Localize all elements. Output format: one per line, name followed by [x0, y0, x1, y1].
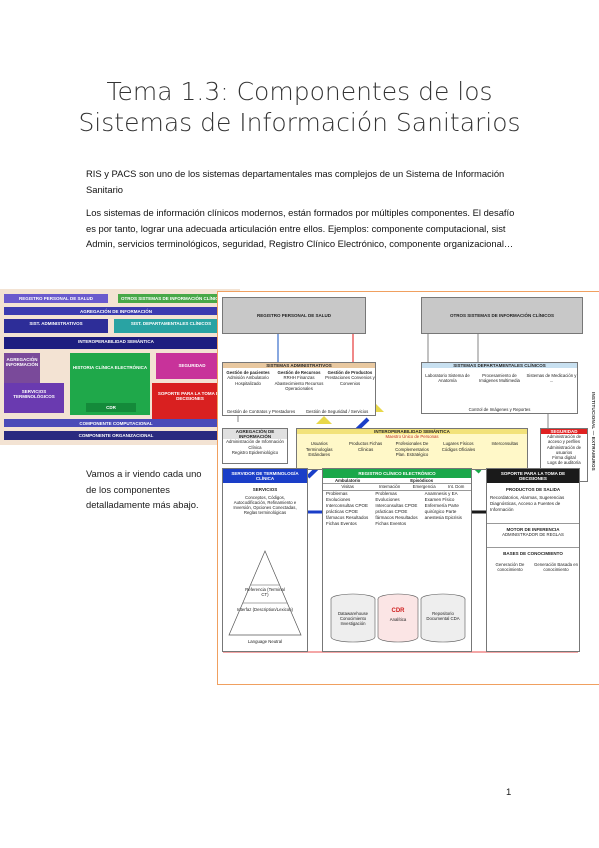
page-number: 1: [506, 787, 512, 798]
interop-c2: Productos Fichas Clínicas: [349, 441, 383, 452]
seguridad-header: SEGURIDAD: [541, 429, 587, 435]
rce-episodicos: Episódicos: [410, 478, 434, 484]
rce-list-episodicos: Problemas Evoluciones Interconsultas CPO…: [375, 490, 418, 526]
interop-c4: Lugares Físicos Códigos Oficiales: [441, 441, 476, 452]
stack-sist-dept: SIST. DEPARTAMENTALES CLÍNICOS: [114, 319, 228, 333]
otros-sistemas-box: OTROS SISTEMAS DE INFORMACIÓN CLÍNICOS: [421, 297, 583, 334]
rce-list-anamnesis: Anamnesis y EA Examen Físico Enfermería …: [424, 490, 462, 520]
interop-c3: Profesionales De Complementarios Plan. E…: [395, 441, 429, 457]
sistemas-departamentales-box: SISTEMAS DEPARTAMENTALES CLÍNICOS Labora…: [421, 362, 578, 414]
soporte-header: SOPORTE PARA LA TOMA DE DECISIONES: [487, 469, 579, 484]
stack-seguridad: SEGURIDAD: [156, 353, 228, 379]
stack-servicios-terminologicos: SERVICIOS TERMINOLÓGICOS: [4, 383, 64, 413]
interop-header: INTEROPERABILIDAD SEMÁNTICA: [297, 429, 527, 435]
rce-ambulatorio: Ambulatorio: [335, 478, 361, 484]
stack-componente-organizacional: COMPONENTE ORGANIZACIONAL: [4, 431, 228, 440]
sist-admin-footer1: Gestión de Contratos y Prestadores: [226, 408, 296, 414]
paragraph-1: RIS y PACS son uno de los sistemas depar…: [86, 168, 505, 195]
rce-cdr: CDR: [391, 608, 405, 614]
soporte-motor-sub: ADMINISTRADOR DE REGLAS: [502, 531, 564, 537]
stack-cdr: CDR: [86, 403, 136, 412]
seguridad-body2: Administración de usuarios: [546, 444, 582, 455]
servidor-term-items: Conceptos, Códigos, Autocodificación, Re…: [233, 494, 297, 516]
soporte-bases2: Generación Basada en conocimiento: [534, 562, 578, 573]
terminology-pyramid: [228, 550, 302, 636]
stack-sist-admin: SIST. ADMINISTRATIVOS: [4, 319, 108, 333]
rce-list-ambulatorio: Problemas Evoluciones Interconsultas CPO…: [326, 490, 369, 526]
rce-emergencia: Emergencia: [412, 484, 436, 490]
paragraph-2: Los sistemas de información clínicos mod…: [86, 207, 515, 249]
soporte-bases1: Generación De conocimiento: [495, 562, 525, 573]
stack-agregacion-info: AGREGACIÓN INFORMACIÓN: [4, 353, 40, 383]
sist-dept-col2: Procesamiento de Imágenes Multimedia: [479, 373, 520, 384]
stack-agregacion: AGREGACIÓN DE INFORMACIÓN: [4, 307, 228, 315]
sist-admin-footer2: Gestión de Seguridad / Servicios: [305, 408, 369, 414]
pyramid-level-2: Interfaz (Description/Lexicon): [237, 607, 293, 612]
stack-interoperabilidad: INTEROPERABILIDAD SEMÁNTICA: [4, 337, 228, 349]
soporte-decisiones-box: SOPORTE PARA LA TOMA DE DECISIONES PRODU…: [486, 468, 580, 652]
rce-int-dom: Int. Dom: [448, 484, 465, 490]
seguridad-body3: Firma digital: [552, 455, 576, 461]
stack-soporte-decisiones: SOPORTE PARA LA TOMA DE DECISIONES: [152, 383, 228, 421]
rce-cdr-sub: Analítica: [389, 617, 407, 622]
rce-internacion: Internación: [378, 484, 401, 490]
registro-personal-box: REGISTRO PERSONAL DE SALUD: [222, 297, 366, 334]
side-text: Vamos a ir viendo cada uno de los compon…: [86, 468, 202, 510]
pyramid-level-3: Language Neutral: [247, 639, 283, 644]
servidor-term-servicios: SERVICIOS: [252, 487, 278, 493]
stack-registro-personal: REGISTRO PERSONAL DE SALUD: [4, 294, 108, 303]
title-line-2: Sistemas de Información Sanitarios: [78, 108, 521, 137]
interop-c5: Interconsultas: [491, 441, 519, 447]
pyramid-level-1: Referencia (Terminal CT): [245, 587, 285, 598]
seguridad-body1: Administración de acceso y perfiles: [546, 434, 582, 445]
sist-dept-col1: Laboratorio Sistema de Anatomía: [425, 373, 470, 384]
interoperabilidad-box: INTEROPERABILIDAD SEMÁNTICA Maestro Únic…: [296, 428, 528, 470]
rce-repositorio: Repositorio Documental CDA: [426, 611, 460, 622]
soporte-bases: BASES DE CONOCIMIENTO: [487, 547, 579, 556]
components-stack-diagram: REGISTRO PERSONAL DE SALUD OTROS SISTEMA…: [0, 289, 240, 445]
agregacion-body1: Administración de Información Clínica: [226, 439, 284, 450]
interop-c1: Usuarios Terminologías Estándares: [305, 441, 333, 457]
agregacion-header: AGREGACIÓN DE INFORMACIÓN: [223, 429, 287, 440]
seguridad-body4: Logs de auditoría: [547, 460, 581, 466]
vertical-label: INSTITUCIONAL — EXTRAMUROS: [591, 392, 596, 471]
registro-personal-label: REGISTRO PERSONAL DE SALUD: [257, 313, 331, 318]
title-line-1: Tema 1.3: Componentes de los: [106, 77, 493, 106]
sist-dept-header: SISTEMAS DEPARTAMENTALES CLÍNICOS: [422, 363, 577, 369]
sist-dept-col3: Sistemas de Medicación y ...: [526, 373, 577, 384]
sist-admin-header: SISTEMAS ADMINISTRATIVOS: [223, 363, 375, 369]
rce-visitas: Visitas: [341, 484, 354, 490]
soporte-productos-list: Recordatorios, Alarmas, Sugerencias Diag…: [490, 494, 565, 512]
rce-datawarehouse: Datawarehouse Conocimiento Investigación: [337, 611, 369, 627]
soporte-productos: PRODUCTOS DE SALIDA: [505, 487, 561, 493]
sistemas-administrativos-box: SISTEMAS ADMINISTRATIVOS Gestión de paci…: [222, 362, 376, 416]
database-cylinders: [330, 593, 466, 643]
architecture-diagram: REGISTRO PERSONAL DE SALUD OTROS SISTEMA…: [217, 291, 599, 685]
soporte-motor: MOTOR DE INFERENCIA: [487, 522, 579, 532]
stack-historia-clinica: HISTORIA CLÍNICA ELECTRÓNICA: [70, 353, 150, 415]
stack-componente-computacional: COMPONENTE COMPUTACIONAL: [4, 419, 228, 427]
document-title: Tema 1.3: Componentes de los Sistemas de…: [40, 76, 559, 138]
interop-sub: Maestro Único de Personas: [385, 434, 439, 440]
stack-otros-sistemas: OTROS SISTEMAS DE INFORMACIÓN CLÍNICOS: [118, 294, 228, 303]
sist-dept-footer: Control de Imágenes y Reportes: [468, 406, 531, 412]
servidor-terminologia-box: SERVIDOR DE TERMINOLOGÍA CLÍNICA SERVICI…: [222, 468, 308, 652]
otros-sistemas-label: OTROS SISTEMAS DE INFORMACIÓN CLÍNICOS: [449, 313, 554, 318]
agregacion-body2: Registro Epidemiológico: [231, 449, 279, 455]
servidor-term-header: SERVIDOR DE TERMINOLOGÍA CLÍNICA: [223, 469, 307, 484]
registro-clinico-box: REGISTRO CLÍNICO ELECTRÓNICO Ambulatorio…: [322, 468, 472, 652]
agregacion-box: AGREGACIÓN DE INFORMACIÓN Administración…: [222, 428, 288, 464]
rce-header: REGISTRO CLÍNICO ELECTRÓNICO: [323, 469, 471, 479]
